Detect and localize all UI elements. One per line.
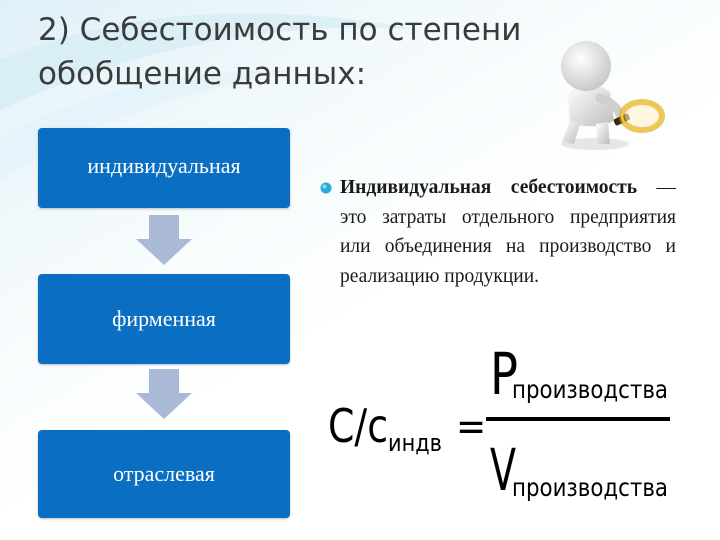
slide-title: 2) Себестоимость по степени обобщение да… xyxy=(38,8,598,96)
definition-text: Индивидуальная себестоимость — это затра… xyxy=(340,173,676,291)
bullet-icon xyxy=(320,182,332,194)
formula-lhs-main: С/с xyxy=(328,399,388,453)
flow-box-industry: отраслевая xyxy=(38,430,290,518)
cost-formula: С/с индв = Р производства V производства xyxy=(328,340,670,504)
flow-box-label: отраслевая xyxy=(113,461,215,486)
definition-block: Индивидуальная себестоимость — это затра… xyxy=(320,173,676,291)
flow-box-label: фирменная xyxy=(112,306,216,331)
flow-box-individual: индивидуальная xyxy=(38,128,290,208)
formula-equals: = xyxy=(456,404,486,450)
definition-body: — это затраты отдельного предприятия или… xyxy=(340,177,676,287)
definition-term: Индивидуальная себестоимость xyxy=(340,177,638,198)
person-with-magnifier-icon xyxy=(561,41,665,150)
down-arrow-icon xyxy=(136,215,192,265)
formula-denominator-main: V xyxy=(490,436,516,504)
flow-box-firm: фирменная xyxy=(38,274,290,364)
formula-lhs-subscript: индв xyxy=(388,429,442,457)
down-arrow-icon xyxy=(136,369,192,419)
title-line-1: 2) Себестоимость по степени xyxy=(38,12,522,48)
formula-numerator-subscript: производства xyxy=(512,375,668,404)
formula-numerator-main: Р xyxy=(490,340,518,408)
title-line-2: обобщение данных: xyxy=(38,56,367,92)
formula-denominator-subscript: производства xyxy=(512,473,668,502)
flow-box-label: индивидуальная xyxy=(87,153,241,178)
formula-fraction-bar xyxy=(486,417,670,421)
